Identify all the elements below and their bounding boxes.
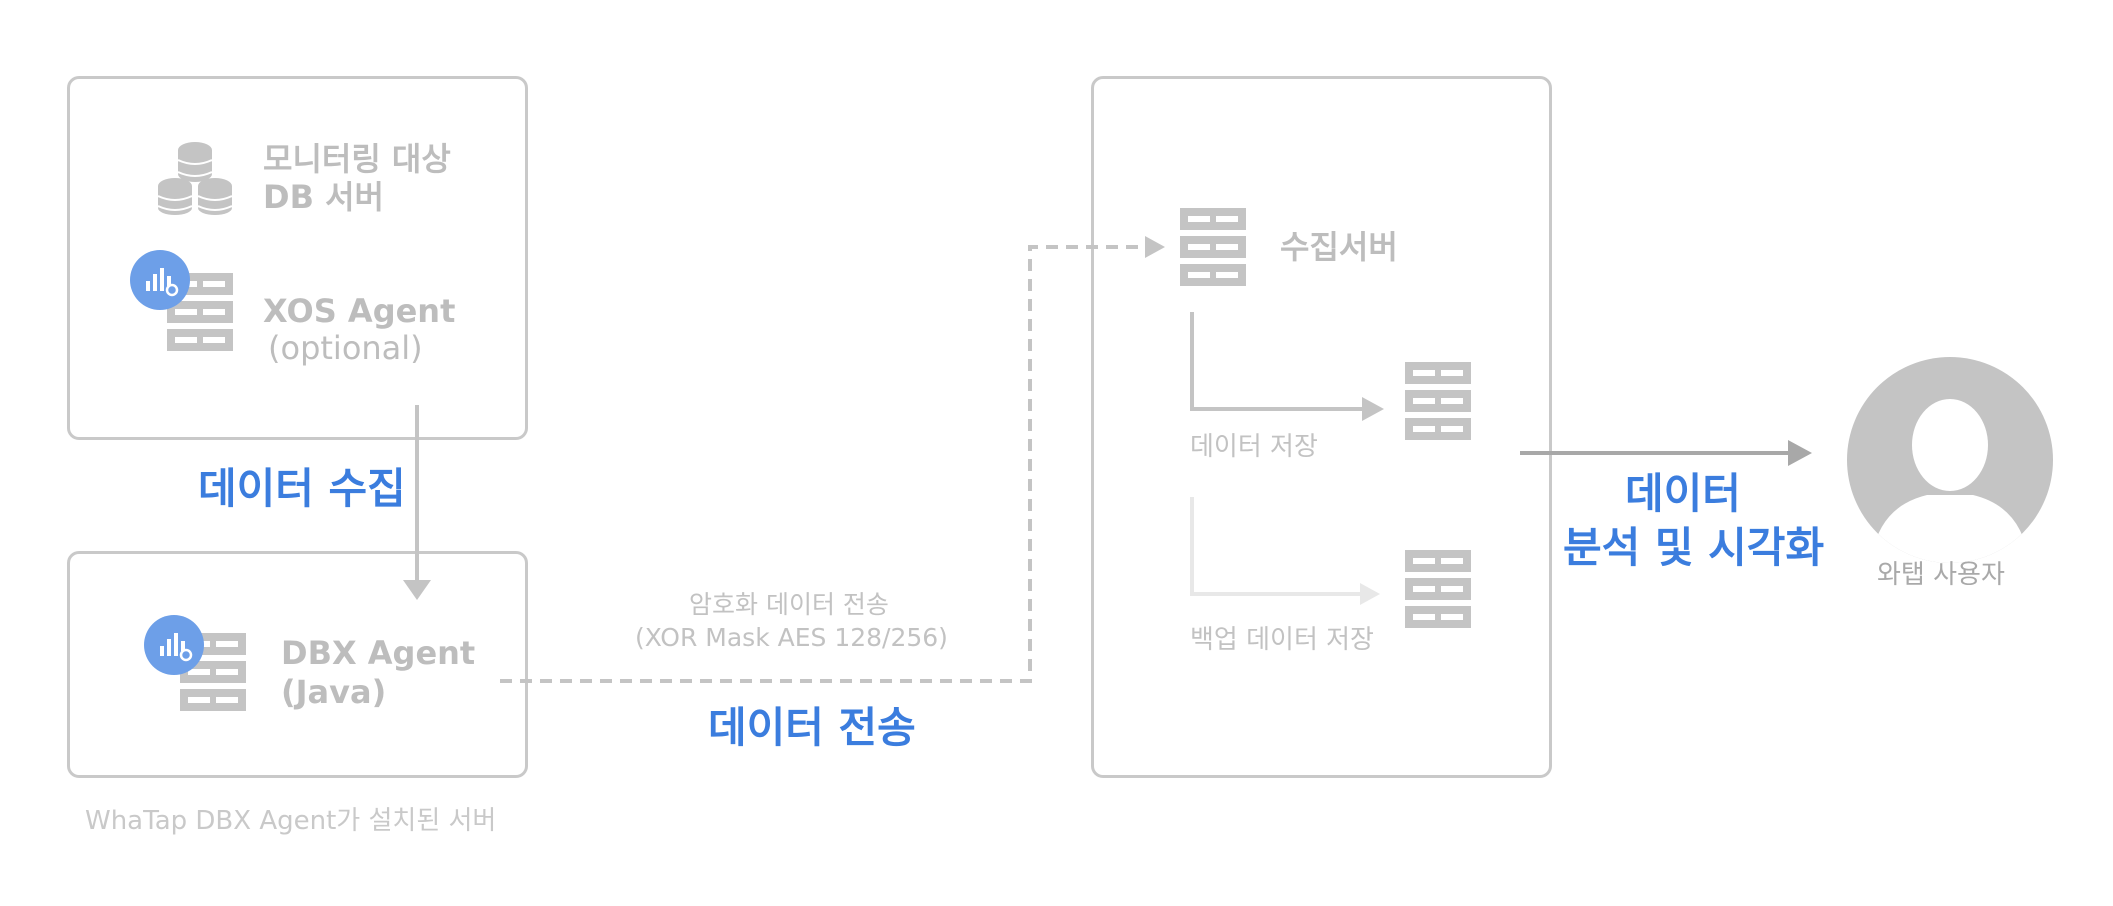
xos-agent-badge-icon xyxy=(130,250,190,310)
transfer-label: 데이터 전송 xyxy=(708,703,916,752)
agent-server-caption: WhaTap DBX Agent가 설치된 서버 xyxy=(85,806,497,836)
db-server-label-line1: 모니터링 대상 xyxy=(263,140,451,178)
backup-server-icon xyxy=(1405,550,1471,628)
backup-arrowhead xyxy=(1360,583,1380,605)
collect-label: 데이터 수집 xyxy=(198,464,406,513)
user-avatar-icon xyxy=(1847,357,2053,563)
backup-label: 백업 데이터 저장 xyxy=(1190,625,1374,655)
dbx-agent-server-box xyxy=(67,551,528,778)
analysis-arrowhead xyxy=(1788,440,1812,466)
collect-server-icon xyxy=(1180,208,1246,286)
transfer-note-line1: 암호화 데이터 전송 xyxy=(689,590,889,619)
database-stack-icon xyxy=(157,142,233,215)
transfer-dashed-path xyxy=(500,245,1145,683)
collect-server-label: 수집서버 xyxy=(1280,228,1398,266)
transfer-arrowhead xyxy=(1145,236,1165,258)
store-arrow xyxy=(1190,312,1364,411)
user-label: 와탭 사용자 xyxy=(1877,560,2005,590)
monitored-db-server-box xyxy=(67,76,528,440)
store-arrowhead xyxy=(1362,397,1384,421)
backup-arrow xyxy=(1190,497,1362,596)
db-server-label-line2: DB 서버 xyxy=(263,178,384,216)
dbx-agent-label-line1: DBX Agent xyxy=(281,634,476,672)
collect-arrowhead xyxy=(403,580,431,600)
xos-agent-label-line1: XOS Agent xyxy=(263,292,456,330)
dbx-agent-badge-icon xyxy=(144,615,204,675)
analysis-label-line2: 분석 및 시각화 xyxy=(1563,523,1825,572)
analysis-label-line1: 데이터 xyxy=(1625,469,1741,518)
store-label: 데이터 저장 xyxy=(1190,432,1318,462)
storage-server-icon xyxy=(1405,362,1471,440)
transfer-note-line2: (XOR Mask AES 128/256) xyxy=(635,623,948,652)
dbx-agent-label-line2: (Java) xyxy=(281,673,387,711)
xos-agent-label-line2: (optional) xyxy=(268,329,423,367)
collection-server-box xyxy=(1091,76,1552,778)
